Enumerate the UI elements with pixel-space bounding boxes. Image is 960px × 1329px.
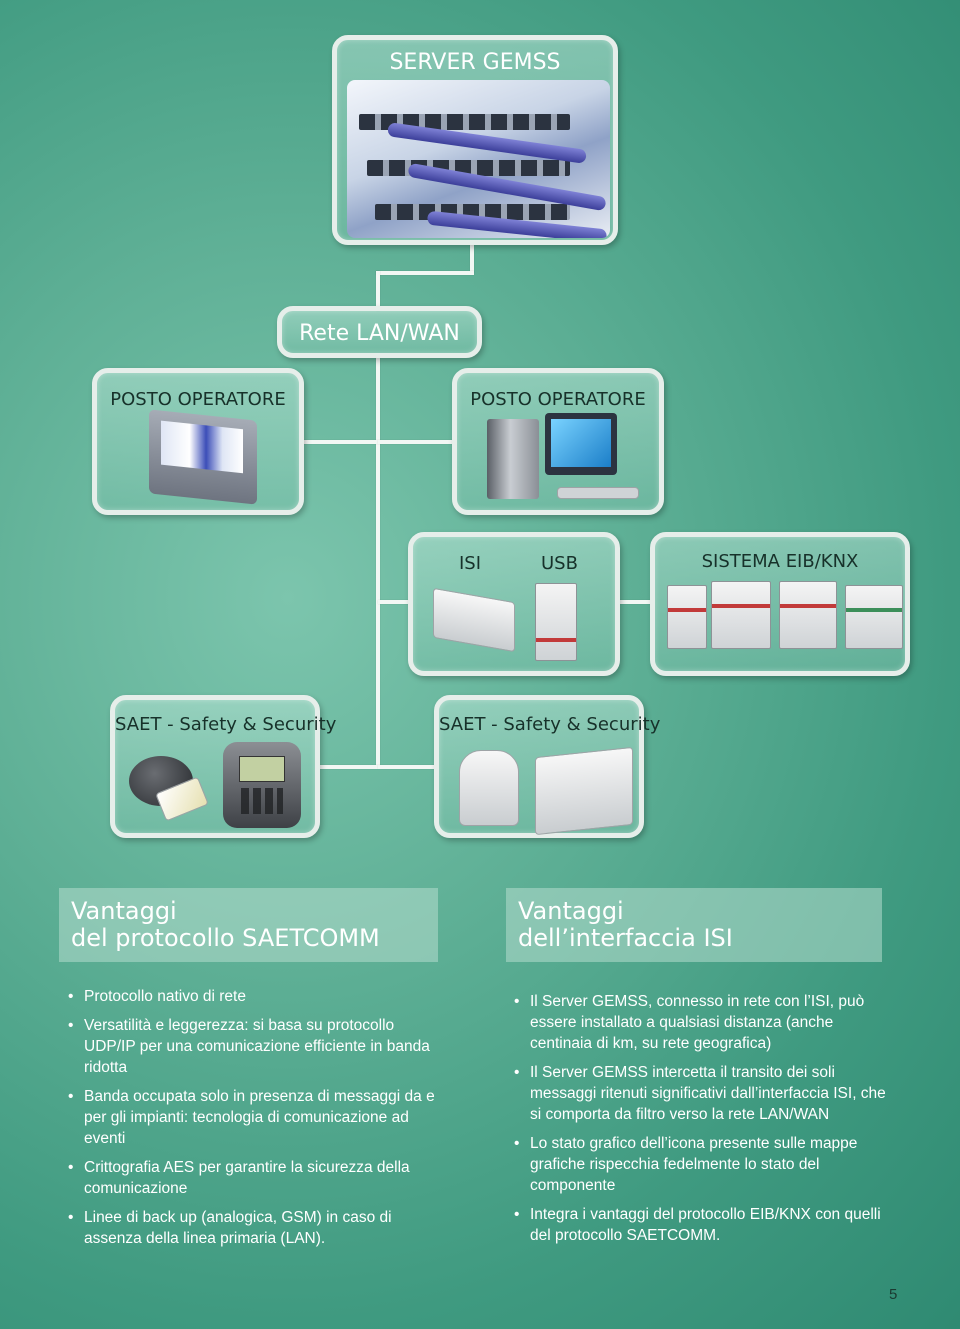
saetcomm-heading-line1: Vantaggi	[71, 897, 177, 925]
saet-right-box: SAET - Safety & Security	[434, 695, 661, 838]
network-switch-image	[347, 80, 610, 238]
desktop-tower-image	[487, 419, 539, 499]
usb-label: USB	[541, 553, 578, 574]
list-item: Lo stato grafico dell’icona presente sul…	[514, 1133, 898, 1196]
isi-heading: Vantaggi dell’interfaccia ISI	[506, 888, 882, 962]
saetcomm-heading-line2: del protocollo SAETCOMM	[71, 924, 380, 952]
server-gemss-title: SERVER GEMSS	[389, 50, 561, 75]
motion-detector-image	[459, 750, 519, 826]
network-box: Rete LAN/WAN	[277, 306, 482, 358]
list-item: Protocollo nativo di rete	[68, 986, 440, 1007]
list-item: Il Server GEMSS intercetta il transito d…	[514, 1062, 898, 1125]
connector-eib	[616, 600, 654, 604]
isi-heading-line2: dell’interfaccia ISI	[518, 924, 733, 952]
list-item: Linee di back up (analogica, GSM) in cas…	[68, 1207, 440, 1249]
connector-server-down	[470, 245, 474, 273]
knx-module-2-image	[711, 581, 771, 649]
operator-left-box: POSTO OPERATORE	[92, 368, 304, 515]
saet-left-box: SAET - Safety & Security	[110, 695, 337, 838]
operator-right-box: POSTO OPERATORE	[452, 368, 664, 515]
saetcomm-advantages-list: Protocollo nativo di rete Versatilità e …	[68, 986, 440, 1257]
knx-module-4-image	[845, 585, 903, 649]
eib-knx-title: SISTEMA EIB/KNX	[701, 551, 859, 572]
saet-right-title: SAET - Safety & Security	[439, 714, 661, 735]
isi-label: ISI	[459, 553, 482, 574]
list-item: Crittografia AES per garantire la sicure…	[68, 1157, 440, 1199]
list-item: Versatilità e leggerezza: si basa su pro…	[68, 1015, 440, 1078]
isi-usb-box: ISI USB	[408, 532, 620, 676]
monitor-image	[545, 413, 617, 475]
touch-panel-pc-image	[149, 409, 257, 505]
isi-interface-image	[433, 587, 515, 653]
list-item: Integra i vantaggi del protocollo EIB/KN…	[514, 1204, 898, 1246]
operator-left-title: POSTO OPERATORE	[110, 389, 286, 410]
knx-module-3-image	[779, 581, 837, 649]
page-number: 5	[889, 1286, 898, 1303]
operator-right-title: POSTO OPERATORE	[470, 389, 646, 410]
eib-knx-box: SISTEMA EIB/KNX	[650, 532, 910, 676]
list-item: Il Server GEMSS, connesso in rete con l’…	[514, 991, 898, 1054]
server-gemss-box: SERVER GEMSS	[332, 35, 618, 245]
connector-network-up	[376, 271, 380, 311]
saetcomm-heading: Vantaggi del protocollo SAETCOMM	[59, 888, 438, 962]
connector-isi	[378, 600, 412, 604]
connector-saet-left	[316, 765, 378, 769]
connector-server-horizontal	[376, 271, 474, 275]
knx-module-1-image	[667, 585, 707, 649]
usb-module-image	[535, 583, 577, 661]
connector-operator-left	[300, 440, 378, 444]
keyboard-image	[557, 487, 639, 499]
network-title: Rete LAN/WAN	[299, 321, 460, 346]
saet-left-title: SAET - Safety & Security	[115, 714, 337, 735]
list-item: Banda occupata solo in presenza di messa…	[68, 1086, 440, 1149]
keypad-image	[223, 742, 301, 828]
control-panel-image	[535, 746, 633, 836]
connector-backbone	[376, 355, 380, 767]
connector-saet-right	[378, 765, 438, 769]
connector-operator-right	[378, 440, 456, 444]
isi-heading-line1: Vantaggi	[518, 897, 624, 925]
isi-advantages-list: Il Server GEMSS, connesso in rete con l’…	[514, 991, 898, 1254]
